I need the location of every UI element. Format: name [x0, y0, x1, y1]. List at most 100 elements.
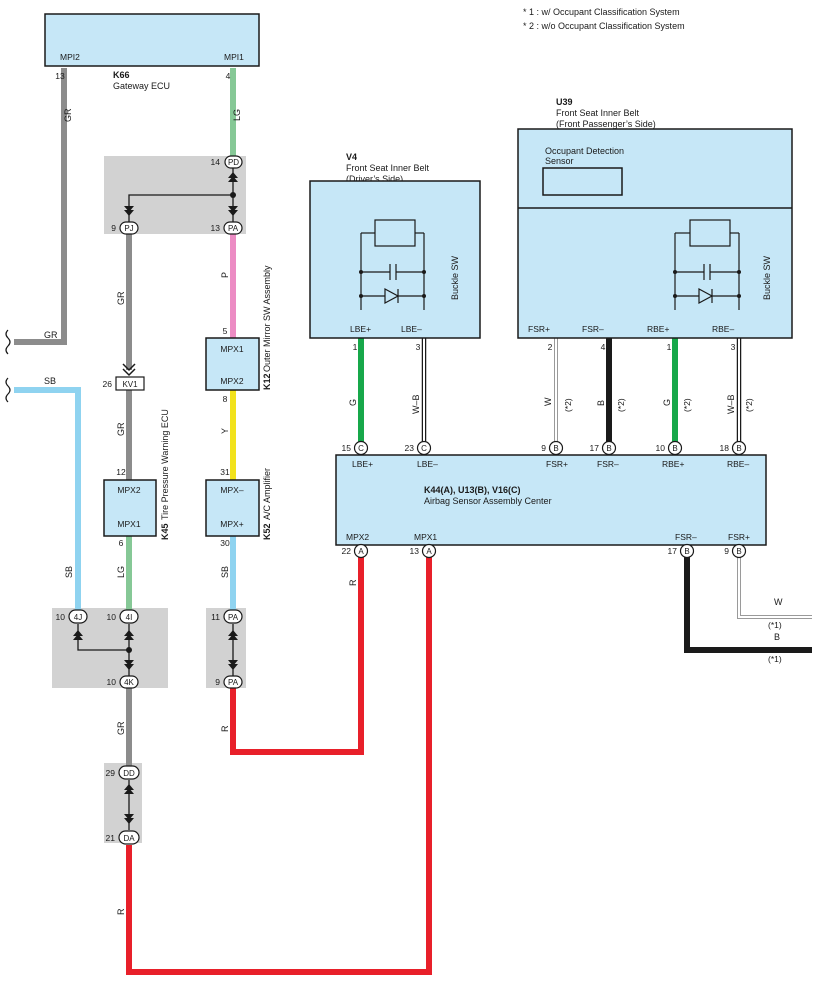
- connector-c-23: [416, 440, 432, 456]
- connector-b-18: [731, 440, 747, 456]
- k45-label: K45 Tire Pressure Warning ECU: [160, 409, 170, 540]
- pin-num-k66-right: 4: [226, 71, 231, 81]
- connector-kv1-num: 26: [103, 379, 113, 389]
- k52-pin-mpx-minus: MPX–: [220, 485, 243, 495]
- connector-c-15-num: 15: [342, 443, 352, 453]
- wire-white-fsr-outer: [737, 556, 812, 619]
- label-wb-2: W–B: [726, 394, 736, 414]
- airbag-pin-rbe-plus: RBE+: [662, 459, 684, 469]
- connector-b-17-bottom-num: 17: [668, 546, 678, 556]
- k45-code: K45: [160, 523, 170, 540]
- v4-buckle-sw: Buckle SW: [450, 255, 460, 300]
- wire-gr-left: [14, 68, 67, 345]
- airbag-code: K44(A), U13(B), V16(C): [424, 485, 521, 495]
- k66-code: K66: [113, 70, 130, 80]
- connector-4i-num: 10: [107, 612, 117, 622]
- u39-dot-3: [673, 294, 677, 298]
- connector-4i: [119, 609, 139, 624]
- connector-b-17-id: B: [606, 444, 611, 453]
- airbag-pin-fsr-plus-bottom: FSR+: [728, 532, 750, 542]
- k12-name: Outer Mirror SW Assembly: [262, 265, 272, 372]
- connector-b-17-bottom: [679, 543, 695, 559]
- label-b-1: B: [596, 400, 606, 406]
- connector-4j: [68, 609, 88, 624]
- u39-occupant-sensor: [542, 167, 623, 196]
- connector-b-9-bottom-id: B: [736, 547, 741, 556]
- u39-pin-rbe-minus: RBE–: [712, 324, 734, 334]
- u39-buckle-sw: Buckle SW: [762, 255, 772, 300]
- label-p: P: [220, 272, 230, 278]
- connector-a-22-id: A: [358, 547, 364, 556]
- connector-4k: [119, 675, 139, 689]
- connector-pa-13-num: 13: [211, 223, 221, 233]
- junction-dot-top: [230, 192, 236, 198]
- connector-a-22-num: 22: [342, 546, 352, 556]
- connector-pj-num: 9: [111, 223, 116, 233]
- v4-dot-3: [359, 294, 363, 298]
- connector-dd-num: 29: [106, 768, 116, 778]
- note-2-c: (*2): [682, 398, 692, 412]
- v4-pin-lbe-plus: LBE+: [350, 324, 371, 334]
- connector-c-23-id: C: [421, 444, 427, 453]
- wire-black-fsr: [684, 556, 812, 653]
- label-g-1: G: [348, 399, 358, 406]
- junction-arrows: [73, 172, 238, 824]
- airbag-sensor-assembly-center: [335, 454, 767, 546]
- connector-4k-num: 10: [107, 677, 117, 687]
- label-gr-3: GR: [116, 422, 126, 436]
- pin-num-v4-2: 3: [416, 342, 421, 352]
- connector-b-10-id: B: [672, 444, 677, 453]
- connector-pj: [119, 221, 139, 235]
- k12-pin-mpx1: MPX1: [220, 344, 243, 354]
- junction-dot-left: [126, 647, 132, 653]
- label-gr-left: GR: [44, 330, 58, 340]
- k52-label: K52 A/C Amplifier: [262, 468, 272, 540]
- note-2: * 2 : w/o Occupant Classification System: [523, 21, 685, 31]
- k45-pin-mpx1: MPX1: [117, 519, 140, 529]
- pin-num-k12-top: 5: [223, 326, 228, 336]
- connector-b-9-bottom: [731, 543, 747, 559]
- connector-b-17-num: 17: [590, 443, 600, 453]
- label-wb-1: W–B: [411, 394, 421, 414]
- wire-break-gr: [5, 329, 11, 355]
- wire-red-short: [230, 556, 364, 755]
- connector-pd-id: PD: [228, 158, 239, 167]
- u39-dot-1: [673, 270, 677, 274]
- connector-a-13-id: A: [426, 547, 432, 556]
- label-sb-left: SB: [44, 376, 56, 386]
- airbag-pin-lbe-minus: LBE–: [417, 459, 438, 469]
- airbag-pin-fsr-minus-bottom: FSR–: [675, 532, 697, 542]
- note-1: * 1 : w/ Occupant Classification System: [523, 7, 680, 17]
- k52-code: K52: [262, 523, 272, 540]
- v4-dot-2: [422, 270, 426, 274]
- label-r-3: R: [348, 579, 358, 586]
- airbag-pin-fsr-plus: FSR+: [546, 459, 568, 469]
- wire-break-sb: [5, 377, 11, 403]
- connector-dd-id: DD: [123, 769, 135, 778]
- connector-kv1-arrow: [122, 363, 136, 377]
- note-1-a: (*1): [768, 620, 782, 630]
- connector-4j-num: 10: [56, 612, 66, 622]
- connector-kv1: [115, 376, 145, 391]
- wire-notes: (*2) (*2) (*2) (*2) (*1) (*1): [563, 398, 782, 664]
- connector-c-15-id: C: [358, 444, 364, 453]
- connector-pa-11-id: PA: [228, 613, 239, 622]
- connector-a-13-num: 13: [410, 546, 420, 556]
- connector-b-18-num: 18: [720, 443, 730, 453]
- k12-outer-mirror-sw: [205, 337, 260, 391]
- label-b-2: B: [774, 632, 780, 642]
- connector-b-9: [548, 440, 564, 456]
- u39-code: U39: [556, 97, 573, 107]
- wire-sb-left: [14, 387, 81, 610]
- label-y: Y: [220, 428, 230, 434]
- connector-dd: [118, 765, 140, 780]
- wire-labels: GR LG GR SB GR P GR Y SB LG SB GR R R R …: [44, 108, 783, 915]
- pin-num-k45-top: 12: [116, 467, 126, 477]
- label-r-2: R: [220, 725, 230, 732]
- connector-4i-id: 4I: [126, 613, 133, 622]
- pin-num-k66-left: 13: [55, 71, 65, 81]
- label-gr-4: GR: [116, 721, 126, 735]
- v4-front-seat-inner-belt-driver: [309, 180, 481, 339]
- connector-c-15: [353, 440, 369, 456]
